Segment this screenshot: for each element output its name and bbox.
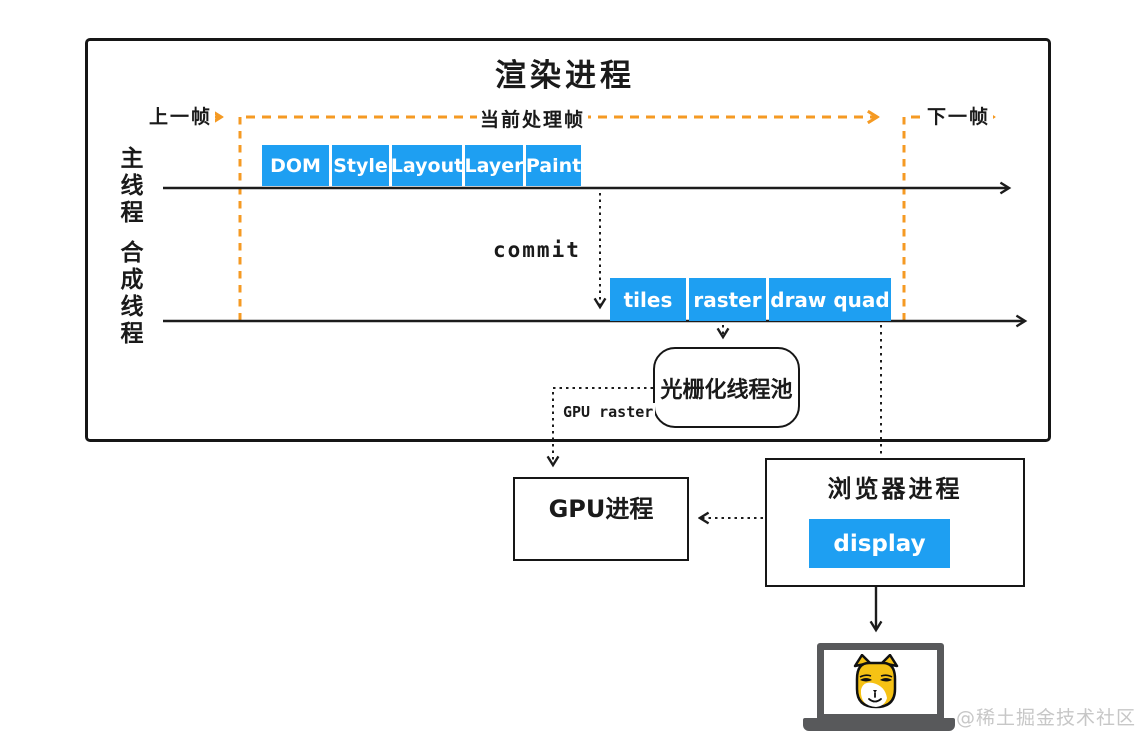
prev-frame-label: 上一帧 [146,102,216,129]
stage-raster: raster [689,278,766,321]
compositor-thread-stages: tiles raster draw quad [610,278,891,321]
gpu-raster-label: GPU raster [561,403,656,421]
stage-layer: Layer [465,145,524,186]
display-box: display [809,519,950,568]
main-thread-label: 主线程 [116,146,142,227]
diagram-title: 渲染进程 [495,58,635,94]
stage-paint: Paint [526,145,581,186]
watermark: @稀土掘金技术社区 [956,707,1137,729]
stage-draw-quad: draw quad [769,278,891,321]
doge-icon [853,654,899,709]
commit-label: commit [493,238,581,262]
compositor-thread-label: 合成线程 [116,240,142,348]
next-frame-label: 下一帧 [924,102,994,129]
pool-to-gpu-arrow [553,387,653,464]
raster-thread-pool-box: 光栅化线程池 [653,347,800,428]
current-frame-label: 当前处理帧 [477,105,589,132]
browser-process-title: 浏览器进程 [827,475,963,503]
main-thread-stages: DOM Style Layout Layer Paint [262,145,581,186]
stage-tiles: tiles [610,278,686,321]
stage-style: Style [332,145,389,186]
stage-layout: Layout [391,145,463,186]
stage-dom: DOM [262,145,329,186]
gpu-process-box: GPU进程 [513,477,689,561]
laptop-base [803,718,955,731]
